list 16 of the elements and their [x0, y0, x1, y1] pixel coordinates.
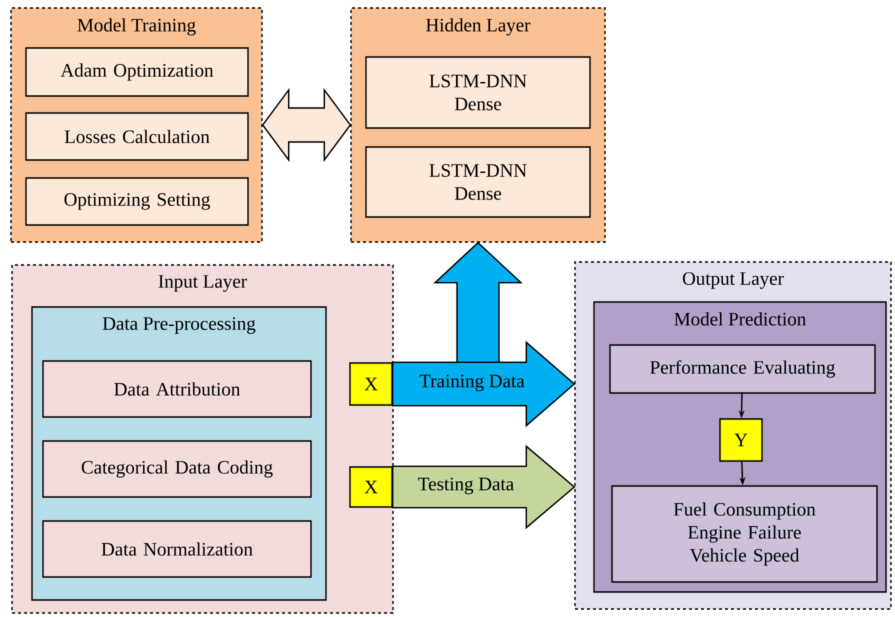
process-box: LSTM-DNN Dense	[365, 146, 591, 218]
label-box: Y	[719, 418, 763, 462]
process-box: LSTM-DNN Dense	[365, 56, 591, 129]
process-box: Categorical Data Coding	[42, 440, 312, 498]
edge-label: Training Data	[418, 374, 526, 392]
edge-label: Testing Data	[416, 476, 516, 496]
process-box: Data Attribution	[42, 360, 312, 418]
process-box: Fuel Consumption Engine Failure Vehicle Speed	[611, 485, 878, 583]
process-box: Adam Optimization	[25, 47, 249, 97]
label-box: X	[349, 362, 393, 406]
process-box: Data Normalization	[42, 520, 312, 578]
process-box: Optimizing Setting	[25, 177, 249, 226]
label-box: X	[349, 466, 393, 508]
process-box: Performance Evaluating	[609, 344, 876, 394]
block-arrow	[433, 242, 523, 363]
process-box: Losses Calculation	[25, 112, 249, 161]
